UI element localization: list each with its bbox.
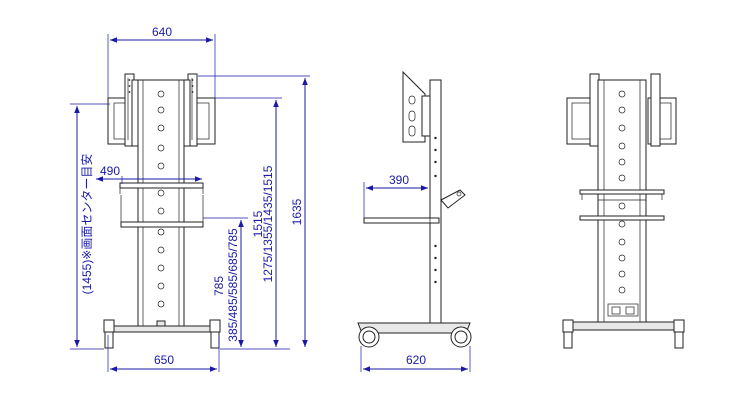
rear-view [562,73,685,349]
rear-base [567,321,681,331]
rear-column [597,79,647,325]
dim-base-width: 650 [154,353,174,367]
side-column [429,79,442,327]
side-view: 390 620 [357,70,472,372]
side-shelf [363,217,440,224]
front-column [137,79,185,329]
dim-base-depth: 620 [406,353,426,367]
dim-mount-top: 1515 [251,210,265,237]
dim-mount-heights: 1275/1355/1435/1515 [261,165,275,282]
dim-shelf-width: 490 [100,164,120,178]
front-base [107,325,221,333]
dim-screen-center: (1455)※画面センター目安 [79,154,94,295]
rear-shelf-upper [579,189,665,195]
dim-shelf-top: 785 [212,276,226,296]
front-view: 640 [70,25,310,372]
dim-shelf-depth: 390 [389,173,409,187]
dim-total-height: 1635 [290,198,304,225]
front-shelf [120,221,204,228]
dim-shelf-heights: 385/485/585/685/785 [226,228,240,342]
dim-top-width: 640 [152,25,172,39]
rear-shelf [579,215,665,221]
